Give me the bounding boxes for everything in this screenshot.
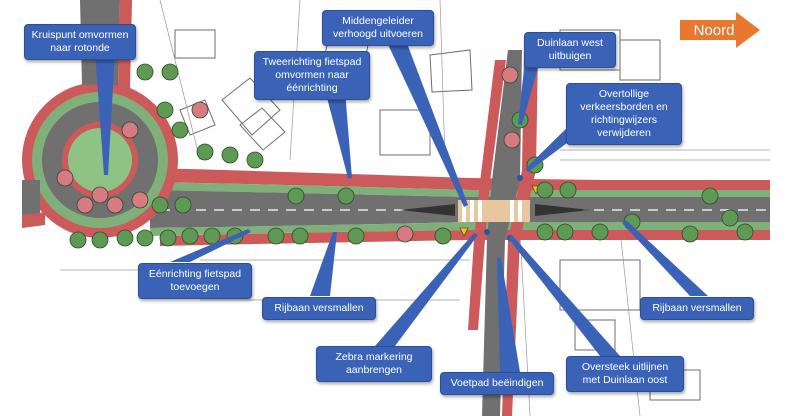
callout-signs: Overtollige verkeersborden en richtingwi… bbox=[566, 83, 682, 145]
zebra-stripes bbox=[462, 200, 522, 222]
tree-icon bbox=[434, 227, 452, 245]
median-island-east bbox=[535, 204, 590, 216]
callout-narrow-left: Rijbaan versmallen bbox=[262, 297, 376, 320]
tree-icon bbox=[196, 143, 214, 161]
tree-icon bbox=[536, 223, 554, 241]
tree-icon bbox=[287, 187, 305, 205]
tree-icon bbox=[181, 227, 199, 245]
callout-line: Zebra markering bbox=[335, 351, 413, 363]
callout-line: Duinlaan west bbox=[537, 37, 603, 49]
north-arrow-icon bbox=[680, 12, 760, 48]
tree-icon bbox=[159, 229, 177, 247]
tree-icon bbox=[116, 229, 134, 247]
removed-tree-icon bbox=[91, 186, 109, 204]
callout-line: Kruispunt omvormen bbox=[31, 29, 129, 41]
tree-icon bbox=[136, 229, 154, 247]
tree-icon bbox=[221, 146, 239, 164]
callout-crossing: Oversteek uitlijnen met Duinlaan oost bbox=[566, 356, 684, 392]
callout-two-way-cycle: Tweerichting fietspad omvormen naar éénr… bbox=[254, 51, 370, 100]
removed-tree-icon bbox=[56, 169, 74, 187]
callout-line: naar rotonde bbox=[50, 42, 110, 54]
tree-icon bbox=[337, 187, 355, 205]
tree-icon bbox=[267, 227, 285, 245]
tree-icon bbox=[156, 101, 174, 119]
callout-roundabout: Kruispunt omvormen naar rotonde bbox=[24, 24, 136, 60]
removed-tree-icon bbox=[191, 101, 209, 119]
callout-line: Tweerichting fietspad bbox=[262, 56, 362, 68]
callout-line: uitbuigen bbox=[548, 50, 592, 62]
removed-tree-icon bbox=[121, 121, 139, 139]
tree-icon bbox=[623, 213, 641, 231]
callout-line: éénrichting bbox=[286, 82, 338, 94]
tree-icon bbox=[69, 231, 87, 249]
callout-line: Middengeleider bbox=[342, 15, 414, 27]
tree-icon bbox=[136, 63, 154, 81]
tree-icon bbox=[736, 223, 754, 241]
callout-line: Voetpad beëindigen bbox=[450, 377, 544, 389]
roundabout-center bbox=[68, 128, 132, 192]
median-island-west bbox=[400, 204, 455, 216]
removed-tree-icon bbox=[396, 225, 414, 243]
tree-icon bbox=[701, 187, 719, 205]
callout-line: met Duinlaan oost bbox=[582, 374, 668, 386]
callout-line: omvormen naar bbox=[275, 69, 349, 81]
tree-icon bbox=[226, 227, 244, 245]
callout-sidewalk: Voetpad beëindigen bbox=[440, 372, 554, 395]
callout-line: Overtollige bbox=[598, 88, 650, 100]
callout-line: Rijbaan versmallen bbox=[274, 302, 364, 314]
callout-median: Middengeleider verhoogd uitvoeren bbox=[322, 10, 434, 46]
tree-icon bbox=[536, 181, 554, 199]
callout-line: verkeersborden en bbox=[580, 101, 668, 113]
tree-icon bbox=[556, 223, 574, 241]
tree-icon bbox=[91, 231, 109, 249]
tree-icon bbox=[511, 111, 529, 129]
callout-one-way-cycle: Eénrichting fietspad toevoegen bbox=[138, 263, 252, 299]
tree-icon bbox=[591, 223, 609, 241]
callout-line: richtingwijzers bbox=[591, 114, 657, 126]
tree-icon bbox=[151, 196, 169, 214]
callout-line: Oversteek uitlijnen bbox=[581, 361, 669, 373]
tree-icon bbox=[681, 225, 699, 243]
tree-icon bbox=[203, 227, 221, 245]
callout-line: verhoogd uitvoeren bbox=[333, 28, 423, 40]
callout-duinlaan-west: Duinlaan west uitbuigen bbox=[524, 32, 616, 68]
removed-tree-icon bbox=[503, 131, 521, 149]
roundabout-west-arm-cycle bbox=[22, 212, 45, 228]
removed-tree-icon bbox=[106, 196, 124, 214]
callout-line: Rijbaan versmallen bbox=[652, 302, 742, 314]
tree-icon bbox=[559, 181, 577, 199]
tree-icon bbox=[171, 121, 189, 139]
tree-icon bbox=[174, 196, 192, 214]
callout-line: toevoegen bbox=[170, 281, 220, 293]
tree-icon bbox=[721, 209, 739, 227]
north-label: Noord bbox=[693, 22, 735, 39]
callout-line: Eénrichting fietspad bbox=[148, 268, 242, 280]
removed-tree-icon bbox=[131, 191, 149, 209]
callout-narrow-right: Rijbaan versmallen bbox=[640, 297, 754, 320]
tree-icon bbox=[347, 227, 365, 245]
removed-tree-icon bbox=[501, 66, 519, 84]
roundabout-west-arm bbox=[22, 180, 40, 215]
callout-line: aanbrengen bbox=[345, 364, 403, 376]
tree-icon bbox=[291, 227, 309, 245]
tree-icon bbox=[161, 63, 179, 81]
tree-icon bbox=[526, 156, 544, 174]
callout-zebra: Zebra markering aanbrengen bbox=[316, 346, 432, 382]
tree-icon bbox=[246, 151, 264, 169]
callout-line: verwijderen bbox=[597, 127, 651, 139]
removed-tree-icon bbox=[76, 196, 94, 214]
